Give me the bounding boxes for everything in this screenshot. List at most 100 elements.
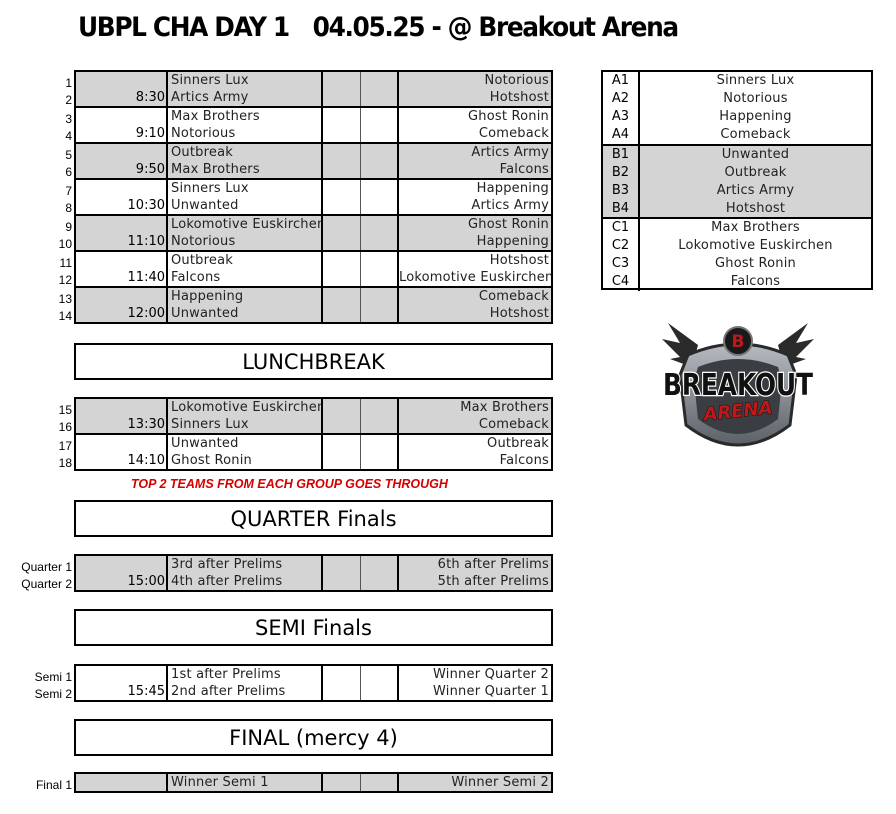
group-row: C2 Lokomotive Euskirchen [603,237,871,255]
score-home-cell [323,125,361,142]
score-home-cell [323,216,361,233]
final-banner: FINAL (mercy 4) [74,719,553,756]
group-team-name: Lokomotive Euskirchen [678,238,833,253]
score-home-cell [323,180,361,197]
home-team: Max Brothers [168,161,323,178]
group-team-name: Comeback [720,127,791,142]
away-team: Ghost Ronin [468,217,549,232]
group-team-name: Max Brothers [711,220,800,235]
match-time [76,216,168,233]
group-team-name: Falcons [730,274,781,289]
group-seed: C4 [603,273,640,291]
match-time [76,180,168,197]
away-team: Ghost Ronin [468,109,549,124]
home-team: Outbreak [168,144,323,161]
score-home-cell [323,435,361,452]
score-away-cell [361,683,399,700]
match-time: 11:10 [76,233,168,250]
group-team-name: Outbreak [724,165,787,180]
match-number: 10 [58,237,72,251]
match-time [76,144,168,161]
match-time: 9:50 [76,161,168,178]
score-home-cell [323,161,361,178]
match-number: Final 1 [35,778,72,792]
away-team: Lokomotive Euskirchen [399,270,551,285]
away-team: Happening [476,181,549,196]
score-away-cell [361,399,399,416]
home-team: Artics Army [168,89,323,106]
shield-inner [694,359,782,434]
group-seed: B4 [603,200,640,218]
home-team: Unwanted [168,305,323,322]
score-home-cell [323,305,361,322]
away-team: Falcons [499,453,549,468]
score-home-cell [323,556,361,573]
match-time: 15:00 [76,573,168,590]
match-number: 6 [65,165,72,179]
away-team: Winner Semi 2 [451,775,549,790]
match-number: 4 [65,129,72,143]
match-number: Semi 2 [34,687,72,701]
match-number: 17 [58,439,72,453]
group-seed: A2 [603,90,640,108]
match-number: 5 [65,148,72,162]
group-team-name: Ghost Ronin [715,256,796,271]
match-time [76,666,168,683]
group-seed: C2 [603,237,640,255]
semi-finals-banner: SEMI Finals [74,609,553,646]
match-number: Quarter 2 [21,577,72,591]
score-away-cell [361,197,399,214]
score-away-cell [361,180,399,197]
away-team: Hotshost [489,306,549,321]
match-time [76,72,168,89]
home-team: 2nd after Prelims [168,683,323,700]
match-time: 15:45 [76,683,168,700]
score-away-cell [361,288,399,305]
logo-text-main: BREAKOUT [663,368,813,403]
match-number: 9 [65,220,72,234]
away-team: Falcons [499,162,549,177]
score-away-cell [361,573,399,590]
home-team: Ghost Ronin [168,452,323,469]
match-number: 7 [65,184,72,198]
score-away-cell [361,108,399,125]
match-number: 16 [58,420,72,434]
score-home-cell [323,233,361,250]
match-time [76,556,168,573]
score-home-cell [323,399,361,416]
score-away-cell [361,666,399,683]
score-away-cell [361,416,399,433]
match-time: 12:00 [76,305,168,322]
score-away-cell [361,252,399,269]
match-time [76,399,168,416]
away-team: Comeback [478,289,549,304]
away-team: Outbreak [487,436,549,451]
away-team: Max Brothers [460,400,549,415]
home-team: 4th after Prelims [168,573,323,590]
match-time: 8:30 [76,89,168,106]
match-time: 11:40 [76,269,168,286]
match-number: 11 [59,256,72,270]
quarter-finals-banner: QUARTER Finals [74,500,553,537]
score-home-cell [323,573,361,590]
